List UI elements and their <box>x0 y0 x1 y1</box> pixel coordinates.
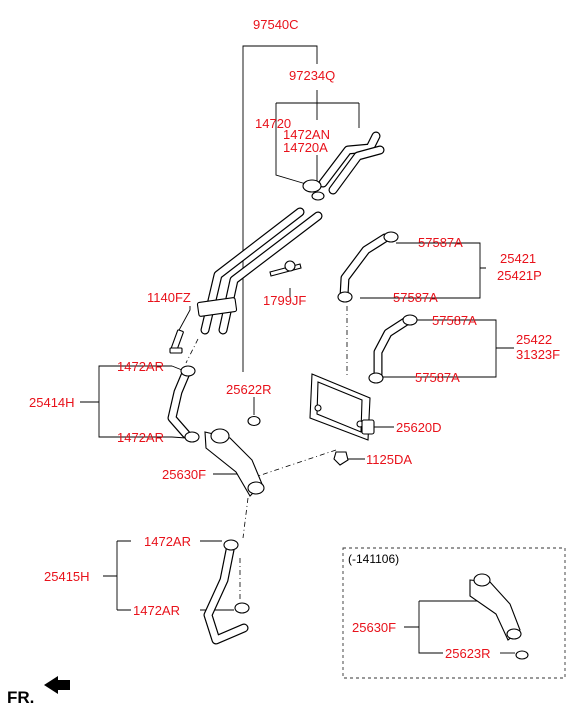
label-25630f-2: 25630F <box>352 620 396 635</box>
label-1472ar-4: 1472AR <box>133 603 180 618</box>
hose-25415h <box>203 539 250 645</box>
label-25415h: 25415H <box>44 569 90 584</box>
clip-1799jf <box>269 260 302 277</box>
oil-cooler-25620d <box>309 373 375 441</box>
label-14720: 14720 <box>255 116 291 131</box>
label-25620d: 25620D <box>396 420 442 435</box>
label-57587a-3: 57587A <box>432 313 477 328</box>
hose-25421 <box>337 231 399 303</box>
hose-25414h <box>167 365 200 443</box>
label-25622r: 25622R <box>226 382 272 397</box>
part-labels: 97540C 97234Q 14720 1472AN 14720A 57587A… <box>29 17 560 661</box>
label-25422: 25422 <box>516 332 552 347</box>
label-97234q: 97234Q <box>289 68 335 83</box>
fitting-25630f <box>204 428 265 497</box>
inset-o-ring-25623r <box>515 650 529 660</box>
label-57587a-4: 57587A <box>415 370 460 385</box>
label-1472an: 1472AN <box>283 127 330 142</box>
bolt-1125da <box>333 451 349 466</box>
label-25421: 25421 <box>500 251 536 266</box>
label-14720a: 14720A <box>283 140 328 155</box>
bolt-1140fz <box>169 329 184 354</box>
hose-97234q <box>302 131 385 201</box>
label-57587a-2: 57587A <box>393 290 438 305</box>
label-1472ar-3: 1472AR <box>144 534 191 549</box>
heater-pipe-97540c <box>196 207 323 335</box>
label-25623r: 25623R <box>445 646 491 661</box>
label-57587a-1: 57587A <box>418 235 463 250</box>
front-arrow-icon <box>44 676 70 694</box>
direction-label: FR. <box>7 688 34 707</box>
label-25414h: 25414H <box>29 395 75 410</box>
inset-fitting-25630f <box>469 573 522 641</box>
label-1799jf: 1799JF <box>263 293 306 308</box>
label-25421p: 25421P <box>497 268 542 283</box>
inset-box <box>342 547 566 679</box>
o-ring-25622r <box>247 415 261 427</box>
label-1140fz: 1140FZ <box>147 290 191 305</box>
inset-note: (-141106) <box>348 552 399 566</box>
label-31323f: 31323F <box>516 347 560 362</box>
label-1472ar-2: 1472AR <box>117 430 164 445</box>
hose-25422 <box>368 314 418 384</box>
label-97540c: 97540C <box>253 17 299 32</box>
assembly-lines <box>185 306 348 600</box>
label-1125da: 1125DA <box>366 452 412 467</box>
label-25630f-1: 25630F <box>162 467 206 482</box>
label-1472ar-1: 1472AR <box>117 359 164 374</box>
